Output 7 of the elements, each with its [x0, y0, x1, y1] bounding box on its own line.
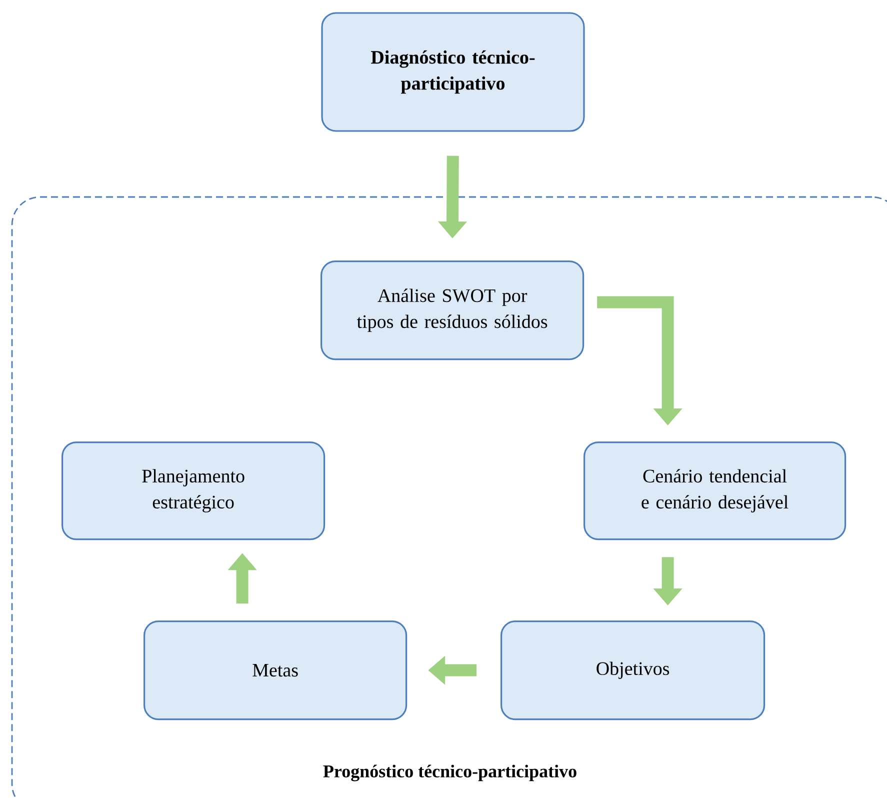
process-box: Análise SWOT por tipos de resíduos sólidos	[320, 260, 584, 360]
process-box: Objetivos	[500, 620, 766, 720]
process-box: Metas	[144, 620, 408, 720]
group-title: Prognóstico técnico-participativo	[323, 764, 576, 782]
process-box: Planejamento estratégico	[62, 442, 326, 540]
process-box: Cenário tendencial e cenário desejável	[584, 442, 846, 540]
process-box: Diagnóstico técnico-participativo	[321, 12, 585, 132]
